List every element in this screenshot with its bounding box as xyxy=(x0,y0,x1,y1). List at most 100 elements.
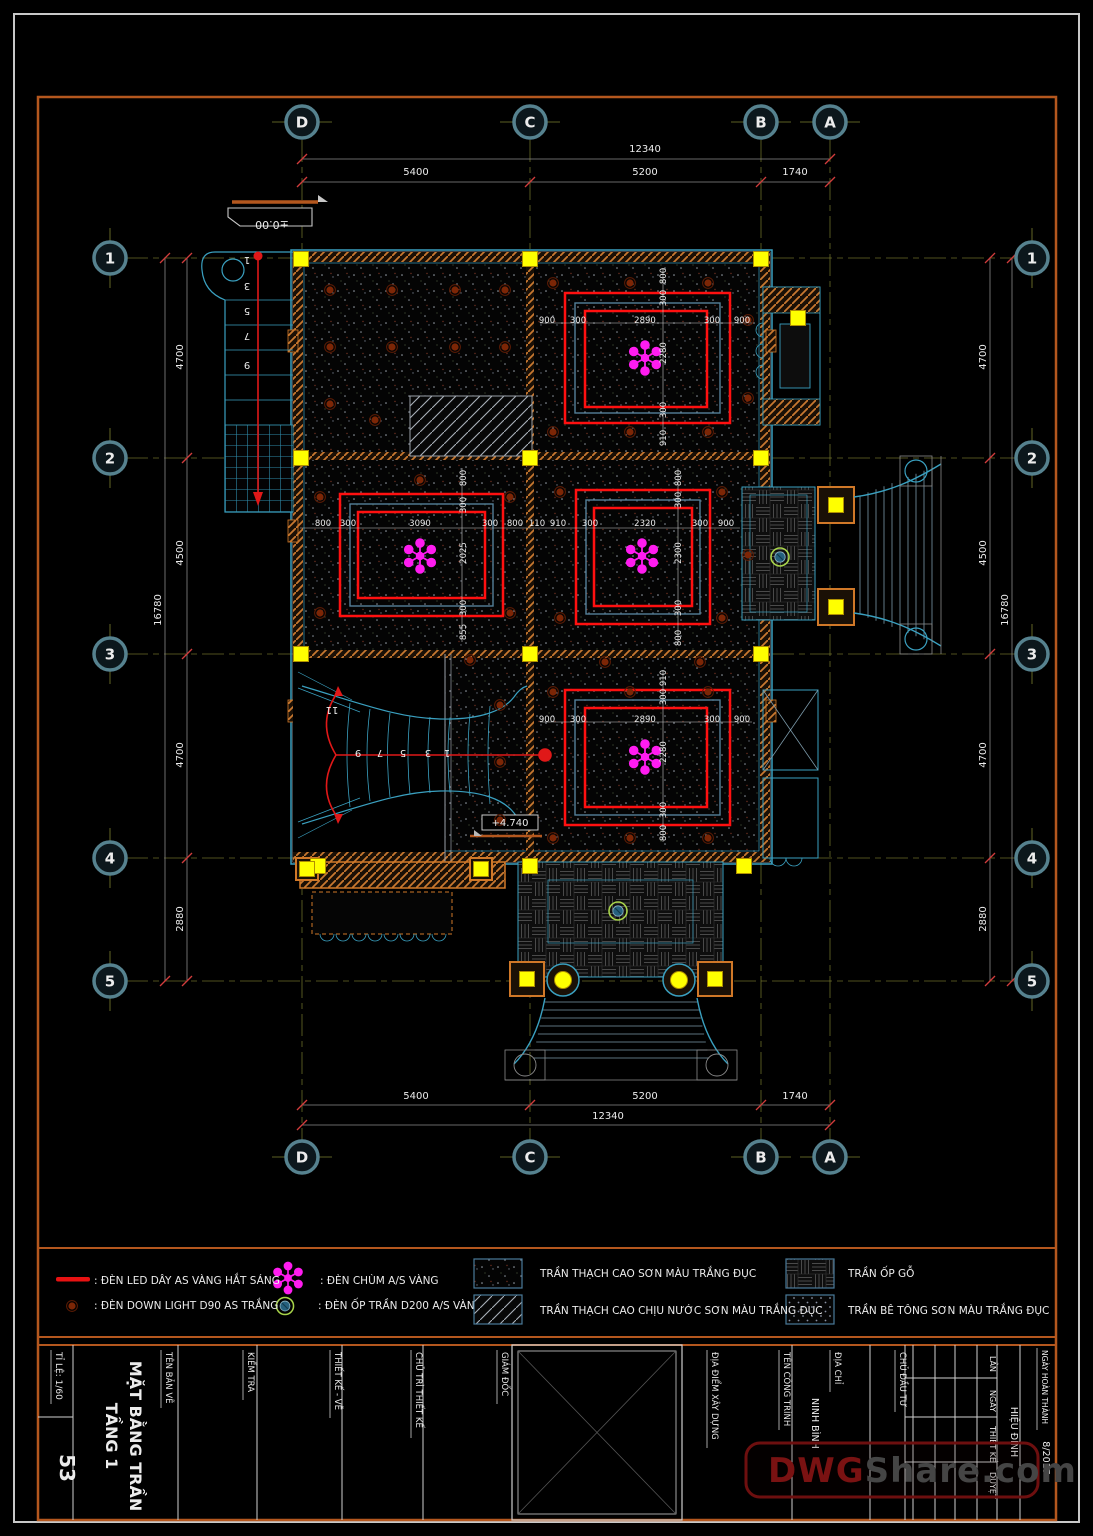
waterproof-plaster-swatch xyxy=(473,1294,523,1325)
grid-bubble xyxy=(743,1139,779,1175)
director-label: GIÁM ĐỐC xyxy=(499,1352,512,1396)
elevation-zero-flag xyxy=(227,195,328,227)
dim-text: 4700 xyxy=(175,742,186,767)
revision-label: HIỆU ĐÍNH xyxy=(1008,1407,1020,1457)
column-marker xyxy=(293,251,309,267)
led-strip-icon xyxy=(56,1277,90,1282)
dim-text: 800 xyxy=(659,825,669,841)
column-marker xyxy=(828,599,844,615)
column-marker xyxy=(753,450,769,466)
dim-text: 16780 xyxy=(153,594,164,626)
grid-bubble xyxy=(1014,963,1050,999)
dim-text: 11 xyxy=(326,704,339,715)
dim-text: 300 xyxy=(704,715,720,725)
column-marker xyxy=(522,450,538,466)
column-marker xyxy=(522,251,538,267)
dim-tick xyxy=(181,452,193,464)
cove-room-bottom xyxy=(563,688,732,827)
column-marker xyxy=(736,858,752,874)
dim-text: 800 xyxy=(507,519,523,529)
grid-bubble xyxy=(92,240,128,276)
dim-tick xyxy=(159,975,171,987)
room-centerlines xyxy=(300,268,752,842)
dim-text: 4700 xyxy=(978,742,989,767)
dim-text: 300 xyxy=(659,402,669,418)
grid-bubble xyxy=(92,840,128,876)
portico-bottom xyxy=(504,861,738,1081)
dim-text: 7 xyxy=(244,330,250,341)
dim-text: 900 xyxy=(734,316,750,326)
grid-bubble-label: D xyxy=(296,1149,308,1167)
dim-text: 2890 xyxy=(634,715,656,725)
rev-date-label: NGÀY xyxy=(988,1390,999,1412)
dim-text: 1740 xyxy=(782,1091,807,1102)
column-marker xyxy=(522,646,538,662)
grid-bubble-label: 1 xyxy=(105,250,115,268)
cove-room-mid-right xyxy=(574,488,712,626)
dim-tick xyxy=(984,252,996,264)
dim-tick xyxy=(824,176,836,188)
dim-text: 900 xyxy=(539,316,555,326)
column-marker xyxy=(828,497,844,513)
checker-label: KIỂM TRA xyxy=(245,1352,258,1392)
dim-text: 800 xyxy=(659,268,669,284)
stair-top-left xyxy=(201,195,328,513)
dim-text: 9 xyxy=(355,747,361,758)
dim-tick xyxy=(755,1099,767,1111)
legend-chandelier-label: : ĐÈN CHÙM A/S VÀNG xyxy=(320,1274,439,1287)
dim-text: 2320 xyxy=(634,519,656,529)
dim-text: 4700 xyxy=(978,344,989,369)
dim-tick xyxy=(824,153,836,165)
dim-text: 900 xyxy=(539,715,555,725)
dim-tick xyxy=(181,852,193,864)
legend-waterproof-label: TRẦN THẠCH CAO CHỊU NƯỚC SƠN MÀU TRẮNG Đ… xyxy=(539,1303,823,1317)
grid-bubble-label: 4 xyxy=(1027,850,1037,868)
dim-text: 3 xyxy=(425,747,431,758)
grid-bubble-label: 3 xyxy=(105,646,115,664)
watermark-share: Share.com xyxy=(865,1451,1077,1491)
dim-text: 2025 xyxy=(459,542,469,564)
cove-room-top xyxy=(563,291,732,425)
round-column-marker xyxy=(670,971,688,989)
grid-bubble-label: 4 xyxy=(105,850,115,868)
grid-bubble xyxy=(92,440,128,476)
dim-text: 5400 xyxy=(403,1091,428,1102)
dim-text: 4500 xyxy=(978,540,989,565)
led-coves xyxy=(338,291,732,827)
column-marker xyxy=(522,858,538,874)
watermark-text: DWGShare.com xyxy=(768,1451,1077,1491)
dim-text: 3 xyxy=(244,280,250,291)
dim-tick xyxy=(296,1099,308,1111)
grid-bubble xyxy=(284,1139,320,1175)
grid-bubble-label: 1 xyxy=(1027,250,1037,268)
grid-bubble-label: B xyxy=(755,114,766,132)
legend-wood-label: TRẦN ỐP GỖ xyxy=(847,1265,914,1280)
elevation-upper-text: +4.740 xyxy=(491,818,528,829)
column-marker xyxy=(293,450,309,466)
grid-bubble-label: 2 xyxy=(105,450,115,468)
dim-text: 7 xyxy=(377,747,383,758)
wood-ceiling-swatch xyxy=(785,1258,835,1289)
completion-date-value: 8/2017 xyxy=(1040,1441,1051,1474)
porch-bottom-left xyxy=(295,857,506,942)
grid-bubble xyxy=(512,1139,548,1175)
dim-text: 5200 xyxy=(632,167,657,178)
dim-text: 800 xyxy=(674,470,684,486)
grid-bubble-label: 5 xyxy=(105,973,115,991)
grid-bubble xyxy=(1014,636,1050,672)
porch-top-right xyxy=(755,286,821,426)
dim-tick xyxy=(524,176,536,188)
dim-text: 5 xyxy=(244,305,250,316)
completion-date-label: NGÀY HOÀN THÀNH xyxy=(1040,1350,1049,1424)
watermark: DWGShare.com xyxy=(744,1441,1077,1499)
dim-text: 12340 xyxy=(629,144,661,155)
sheet-number: 53 xyxy=(55,1454,79,1482)
dim-tick xyxy=(296,153,308,165)
dim-text: 1 xyxy=(244,254,250,265)
dim-text: 300 xyxy=(570,715,586,725)
dim-text: 300 xyxy=(459,600,469,616)
grid-bubble xyxy=(92,963,128,999)
dim-text: 1740 xyxy=(782,167,807,178)
dim-tick xyxy=(181,975,193,987)
